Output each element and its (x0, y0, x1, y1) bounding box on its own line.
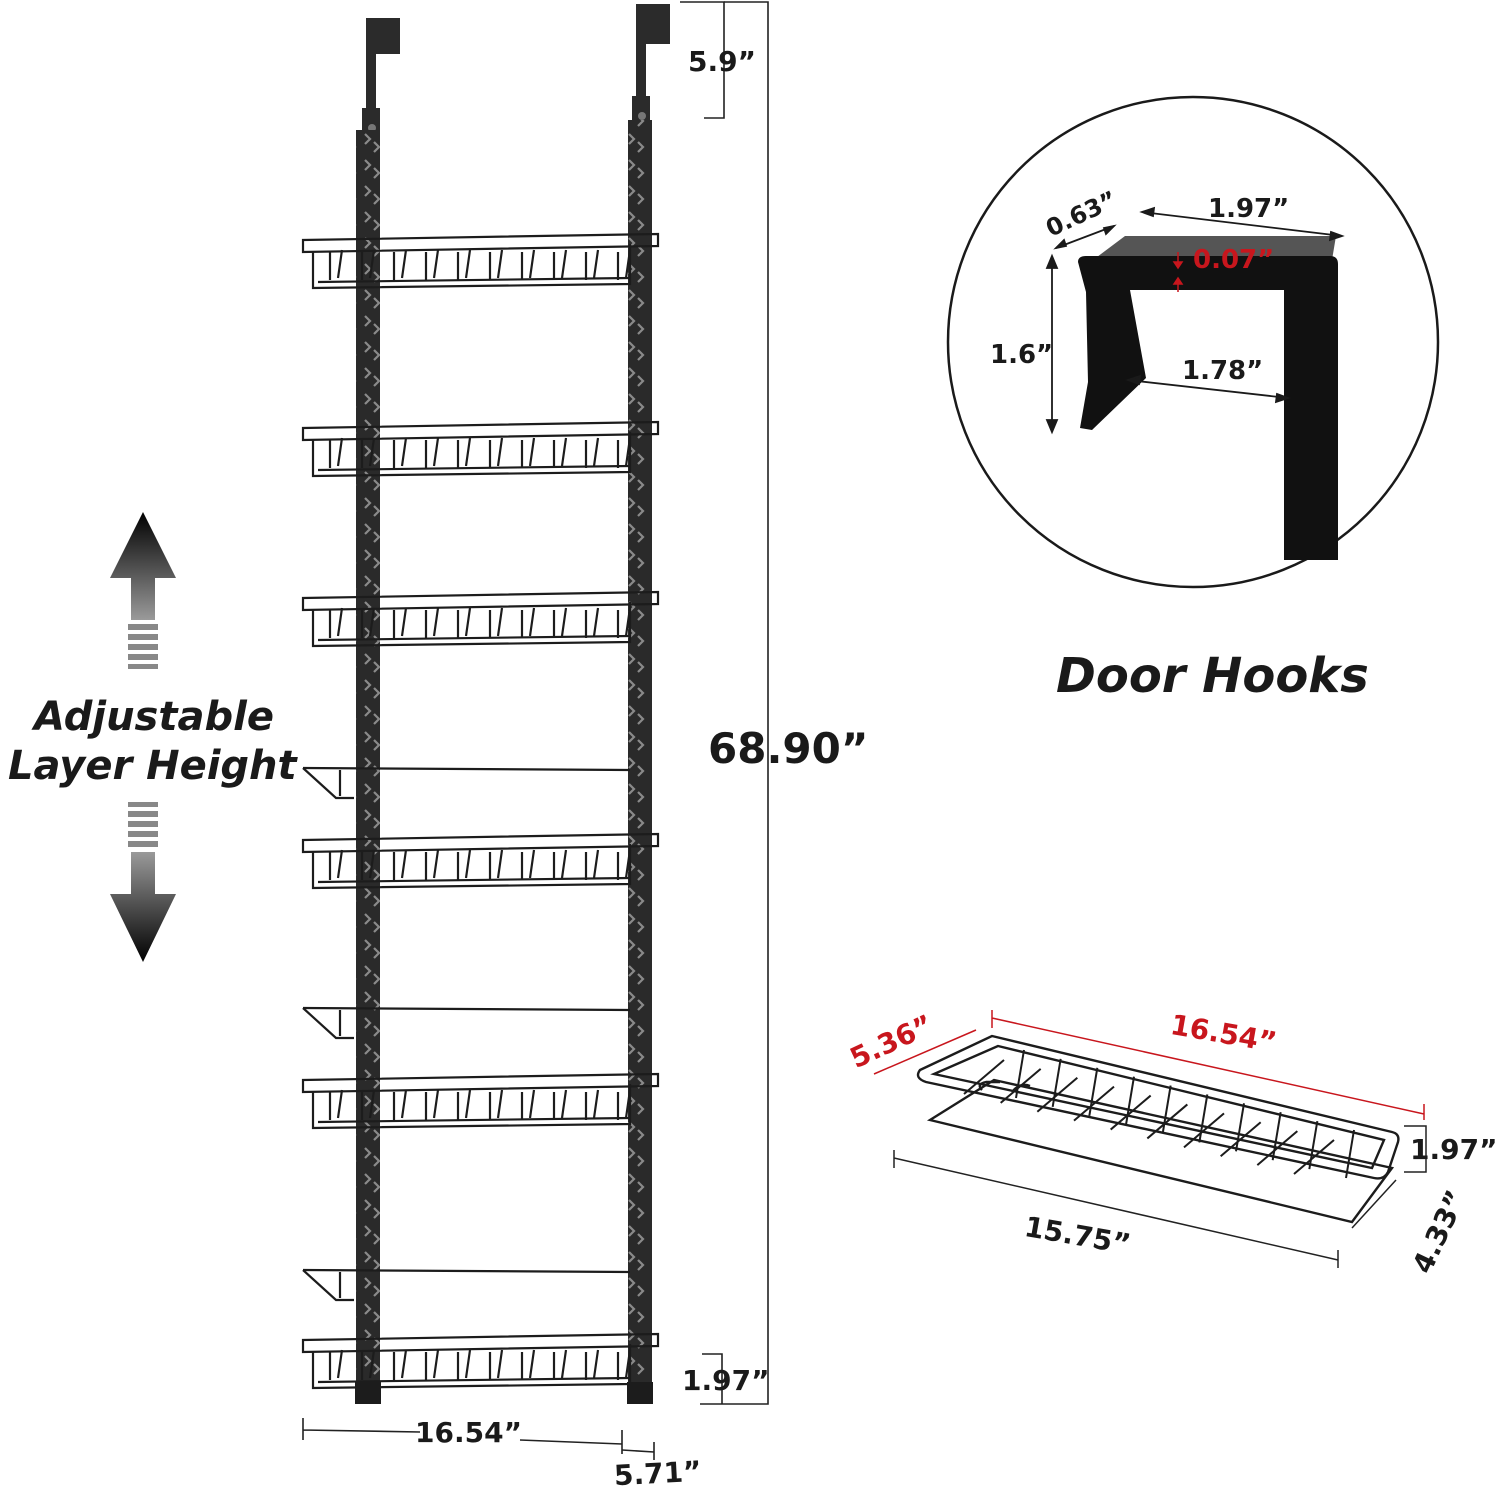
rack-basket (301, 832, 660, 890)
hook-height-dimension: 5.9” (688, 45, 757, 78)
adjustable-label: Adjustable (34, 694, 274, 740)
rack-upright-right (628, 120, 652, 1400)
total-height-dimension: 68.90” (708, 724, 869, 773)
hook-inner-width-dimension: 1.78” (1182, 356, 1264, 386)
door-hooks-title: Door Hooks (1056, 648, 1369, 704)
rack-upright-left (356, 130, 380, 1400)
door-hook-detail (946, 95, 1440, 589)
adjust-up-arrow-icon (110, 512, 176, 669)
rack-rail-bar (302, 1006, 631, 1040)
door-rack-illustration (301, 4, 670, 1404)
rack-width-dimension: 16.54” (415, 1416, 522, 1449)
rack-hook-left (362, 18, 400, 138)
layer-height-label: Layer Height (8, 743, 297, 789)
basket-height-detail-dimension: 1.97” (1410, 1133, 1498, 1166)
rack-basket (301, 590, 660, 648)
hook-thickness-dimension: 0.07” (1193, 245, 1275, 275)
rack-basket (301, 420, 660, 478)
rack-rail-bar (302, 766, 631, 800)
basket-height-dimension: 1.97” (682, 1364, 770, 1397)
rack-hook-right (632, 4, 670, 126)
rack-basket (301, 232, 660, 290)
rack-depth-dimension: 5.71” (613, 1454, 703, 1493)
adjust-down-arrow-icon (110, 802, 176, 962)
basket-detail (873, 1010, 1427, 1268)
rack-basket (301, 1332, 660, 1390)
hook-height-detail-dimension: 1.6” (990, 340, 1054, 370)
rack-basket (301, 1072, 660, 1130)
rack-rail-bar (302, 1268, 631, 1302)
hook-width-dimension: 1.97” (1208, 194, 1290, 224)
